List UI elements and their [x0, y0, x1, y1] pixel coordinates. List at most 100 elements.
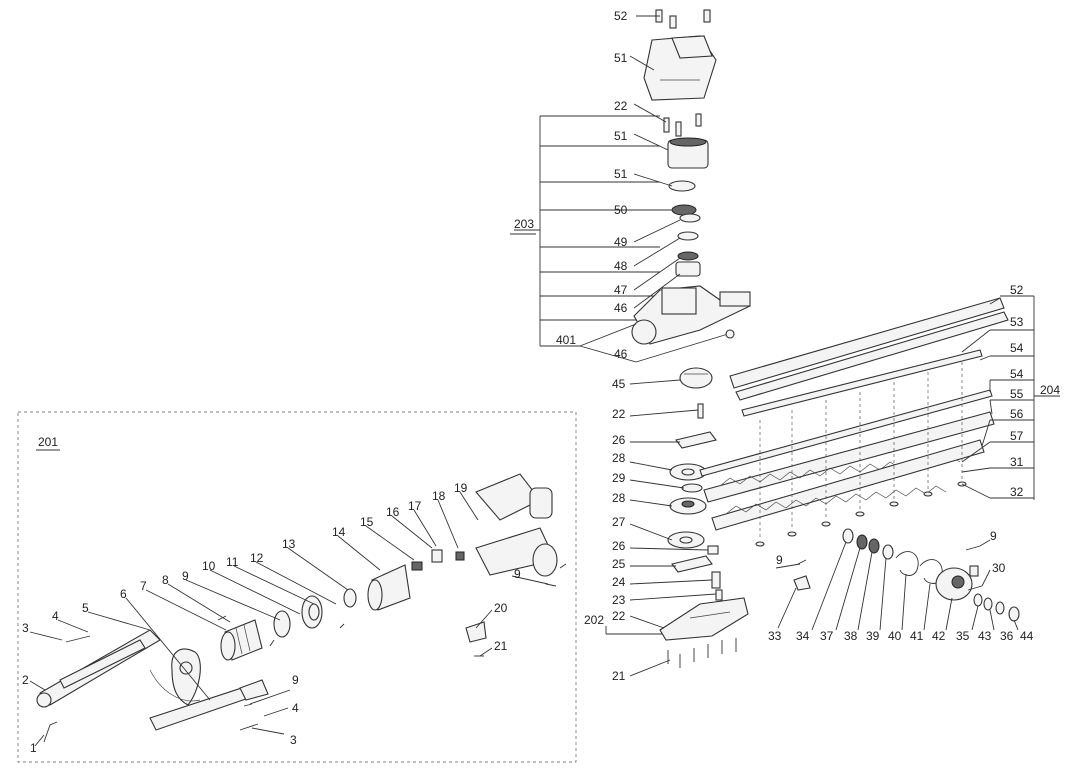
part-callout-number: 37	[820, 629, 834, 643]
part-callout-number: 57	[1010, 429, 1024, 443]
blade-guard-42	[729, 297, 1009, 401]
part-callout-number: 40	[888, 629, 902, 643]
group-label-203: 203	[514, 217, 534, 231]
circlips-54	[895, 551, 943, 584]
handle-shell-right	[149, 679, 269, 731]
small-bushings	[411, 549, 465, 571]
washers-56-57	[973, 593, 1020, 622]
part-callout-number: 23	[612, 593, 626, 607]
labels-lower-right: 33 34 37 38 39 40 41 42 35 43 36 44 30	[768, 561, 1034, 643]
blade-pins	[755, 362, 967, 547]
part-callout-number: 22	[614, 99, 628, 113]
hex-key	[43, 721, 58, 743]
ring-30	[681, 483, 703, 493]
part-callout-number: 21	[612, 669, 626, 683]
blade-bar-44	[699, 389, 993, 477]
screws-9-right	[965, 545, 983, 591]
part-callout-number: 25	[612, 557, 626, 571]
part-callout-number: 28	[612, 451, 626, 465]
top-screws-41	[655, 9, 711, 29]
blade-bar-43	[741, 349, 983, 417]
part-callout-number: 3	[22, 621, 29, 635]
part-callout-number: 53	[1010, 315, 1024, 329]
pin-25	[711, 571, 721, 589]
part-callout-number: 41	[910, 629, 924, 643]
group-label-401: 401	[556, 333, 576, 347]
group-label-201: 201	[38, 435, 58, 449]
leaders-204	[961, 297, 1001, 499]
part-callout-number: 26	[612, 539, 626, 553]
part-callout-number: 28	[612, 491, 626, 505]
part-callout-number: 19	[454, 481, 468, 495]
part-callout-number: 21	[494, 639, 508, 653]
base-plate-23	[659, 597, 749, 641]
gear-36	[677, 231, 699, 241]
part-callout-number: 54	[1010, 367, 1024, 381]
ring-31	[679, 367, 713, 389]
part-callout-number: 11	[226, 555, 239, 569]
screws-22-top	[663, 113, 702, 137]
leaders-203	[579, 15, 729, 363]
part-callout-number: 8	[162, 573, 169, 587]
part-callout-number: 13	[282, 537, 296, 551]
part-callout-number: 48	[614, 259, 628, 273]
part-callout-number: 52	[1010, 283, 1024, 297]
part-callout-number: 6	[120, 587, 127, 601]
part-callout-number: 46	[614, 301, 628, 315]
part-callout-number: 30	[992, 561, 1006, 575]
part-callout-number: 24	[612, 575, 626, 589]
part-callout-number: 34	[796, 629, 810, 643]
part-callout-number: 20	[494, 601, 508, 615]
part-callout-number: 27	[612, 515, 626, 529]
part-callout-number: 15	[360, 515, 374, 529]
part-callout-number: 5	[82, 601, 89, 615]
leaders-201	[29, 491, 549, 747]
part-callout-number: 22	[612, 407, 626, 421]
part-callout-number: 50	[614, 203, 628, 217]
part-callout-number: 51	[614, 129, 628, 143]
group-203-bracket	[510, 115, 660, 347]
part-callout-number: 52	[614, 9, 628, 23]
screw-32	[725, 329, 735, 339]
clip-50	[793, 575, 811, 591]
pin-24	[715, 589, 723, 601]
part-callout-number: 29	[612, 471, 626, 485]
part-callout-number: 18	[432, 489, 446, 503]
leaders-lower-right	[775, 539, 1019, 631]
part-callout-number: 14	[332, 525, 346, 539]
cutter-blade-46	[711, 439, 985, 531]
part-callout-number: 56	[1010, 407, 1024, 421]
part-callout-number: 47	[614, 283, 628, 297]
gear-drum	[367, 564, 411, 611]
part-callout-number: 9	[514, 567, 521, 581]
bolts-22-bottom	[667, 638, 737, 668]
part-callout-number: 9	[182, 569, 189, 583]
part-callout-number: 54	[1010, 341, 1024, 355]
stator-39	[667, 137, 709, 169]
gear-head-frame	[475, 473, 558, 577]
labels-202: 45 22 26 28 29 28 27 26 25 24 23 22 21	[612, 377, 626, 683]
group-label-202: 202	[584, 613, 604, 627]
part-callout-number: 9	[990, 529, 997, 543]
plate-28b	[667, 531, 705, 549]
part-callout-number: 3	[290, 733, 297, 747]
part-callout-number: 31	[1010, 455, 1024, 469]
plate-28a	[669, 463, 707, 481]
labels-201: 1 2 3 3 4 4 5 6 7 8 9 9 9 9 9 10 11 12 1…	[22, 481, 997, 755]
part-callout-number: 33	[768, 629, 782, 643]
part-callout-number: 51	[614, 51, 628, 65]
part-callout-number: 46	[614, 347, 628, 361]
group-201-box	[17, 411, 577, 763]
bolt-22-mid	[697, 403, 704, 419]
part-callout-number: 42	[932, 629, 946, 643]
plate-26b	[671, 555, 713, 573]
labels-203: 52 51 22 51 51 50 49 48 47 46 46	[614, 9, 628, 361]
part-callout-number: 16	[386, 505, 400, 519]
part-callout-number: 38	[844, 629, 858, 643]
part-callout-number: 9	[776, 553, 783, 567]
part-callout-number: 45	[612, 377, 626, 391]
part-callout-number: 55	[1010, 387, 1024, 401]
part-callout-number: 4	[292, 701, 299, 715]
group-204-bracket	[990, 295, 1060, 500]
